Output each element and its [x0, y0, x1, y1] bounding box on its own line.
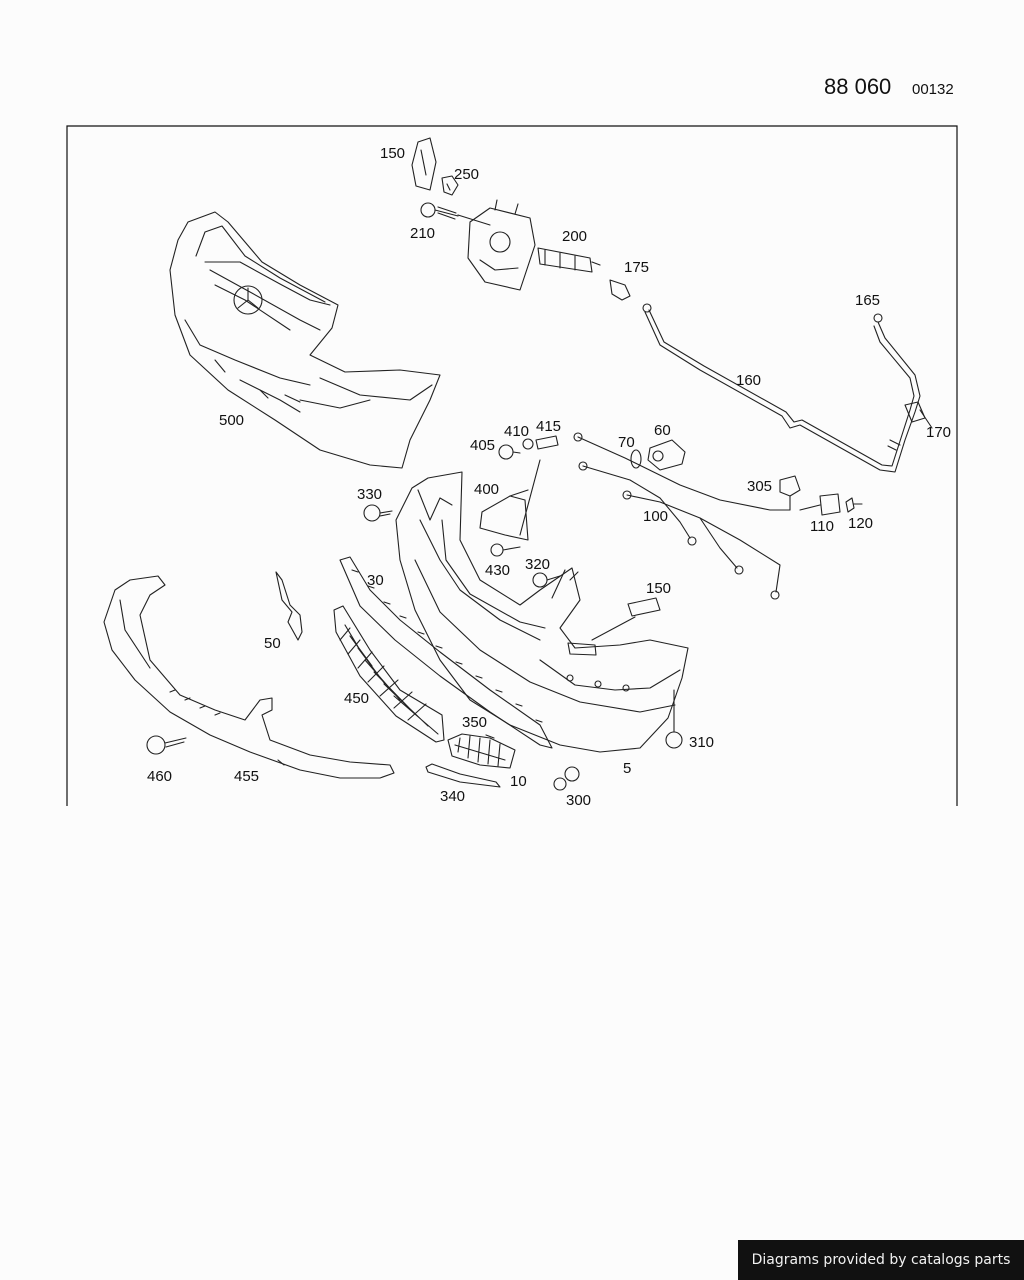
- part-100-wiring-harness: [573, 432, 791, 600]
- label-405: 405: [470, 437, 495, 454]
- label-110: 110: [810, 518, 834, 535]
- label-460: 460: [147, 768, 172, 785]
- part-405-410-415-bolt-set: [498, 435, 559, 460]
- part-450-lower-grille: [333, 605, 445, 743]
- part-455-lower-spoiler: [103, 575, 395, 779]
- label-350: 350: [462, 714, 487, 731]
- catalog-credit-badge: Diagrams provided by catalogs parts: [738, 1240, 1024, 1280]
- part-210-screw: [420, 202, 459, 220]
- label-450: 450: [344, 690, 369, 707]
- label-70: 70: [618, 434, 635, 451]
- part-170-t-connector: [887, 401, 933, 451]
- label-100: 100: [643, 508, 668, 525]
- label-10: 10: [510, 773, 527, 790]
- label-330: 330: [357, 486, 382, 503]
- label-150-lower: 150: [646, 580, 671, 597]
- label-300: 300: [566, 792, 591, 809]
- part-70-seal-ring: [630, 449, 642, 469]
- exploded-parts-diagram: 150 250 210 200 175 165 160 170 500 405 …: [66, 125, 958, 809]
- label-170: 170: [926, 424, 951, 441]
- label-200: 200: [562, 228, 587, 245]
- label-175: 175: [624, 259, 649, 276]
- label-5: 5: [623, 760, 631, 777]
- part-400-bracket: [479, 459, 541, 541]
- label-305: 305: [747, 478, 772, 495]
- part-150-washer-cap-top: [411, 137, 437, 191]
- label-400: 400: [474, 481, 499, 498]
- part-60-parking-sensor: [647, 439, 686, 471]
- label-430: 430: [485, 562, 510, 579]
- label-30: 30: [367, 572, 384, 589]
- part-120-cap: [845, 497, 863, 513]
- label-210: 210: [410, 225, 435, 242]
- part-175-connector: [609, 279, 631, 301]
- label-50: 50: [264, 635, 281, 652]
- part-250-clip: [441, 175, 459, 196]
- part-320-screw: [532, 572, 561, 588]
- part-340-trim-strip: [425, 763, 501, 788]
- label-455: 455: [234, 768, 259, 785]
- part-330-screw: [363, 504, 393, 522]
- part-30-mounting-strip: [339, 556, 553, 749]
- part-430-screw: [490, 543, 521, 557]
- part-50-bracket: [275, 571, 303, 641]
- label-500: 500: [219, 412, 244, 429]
- label-60: 60: [654, 422, 671, 439]
- label-320: 320: [525, 556, 550, 573]
- part-150-washer-cap: [591, 597, 661, 641]
- part-200-washer-pump: [537, 247, 601, 273]
- diagram-frame: [66, 125, 958, 806]
- label-250: 250: [454, 166, 479, 183]
- part-350-grille-insert: [447, 733, 516, 769]
- label-415: 415: [536, 418, 561, 435]
- label-120: 120: [848, 515, 873, 532]
- label-160: 160: [736, 372, 761, 389]
- part-305-grommet: [779, 475, 801, 511]
- part-460-screw: [146, 735, 187, 755]
- label-165: 165: [855, 292, 880, 309]
- label-310: 310: [689, 734, 714, 751]
- diagram-number: 88 060: [824, 74, 892, 99]
- label-340: 340: [440, 788, 465, 805]
- part-washer-bracket: [457, 199, 536, 291]
- part-500-front-upper-cover: [169, 211, 441, 469]
- label-150-top: 150: [380, 145, 405, 162]
- part-160-washer-hose: [642, 303, 921, 473]
- part-310-screw: [665, 689, 683, 749]
- diagram-suffix: 00132: [912, 81, 954, 98]
- label-410: 410: [504, 423, 529, 440]
- part-5-front-bumper: [395, 471, 689, 753]
- part-300-nut: [553, 766, 580, 791]
- part-110-connector: [799, 493, 841, 516]
